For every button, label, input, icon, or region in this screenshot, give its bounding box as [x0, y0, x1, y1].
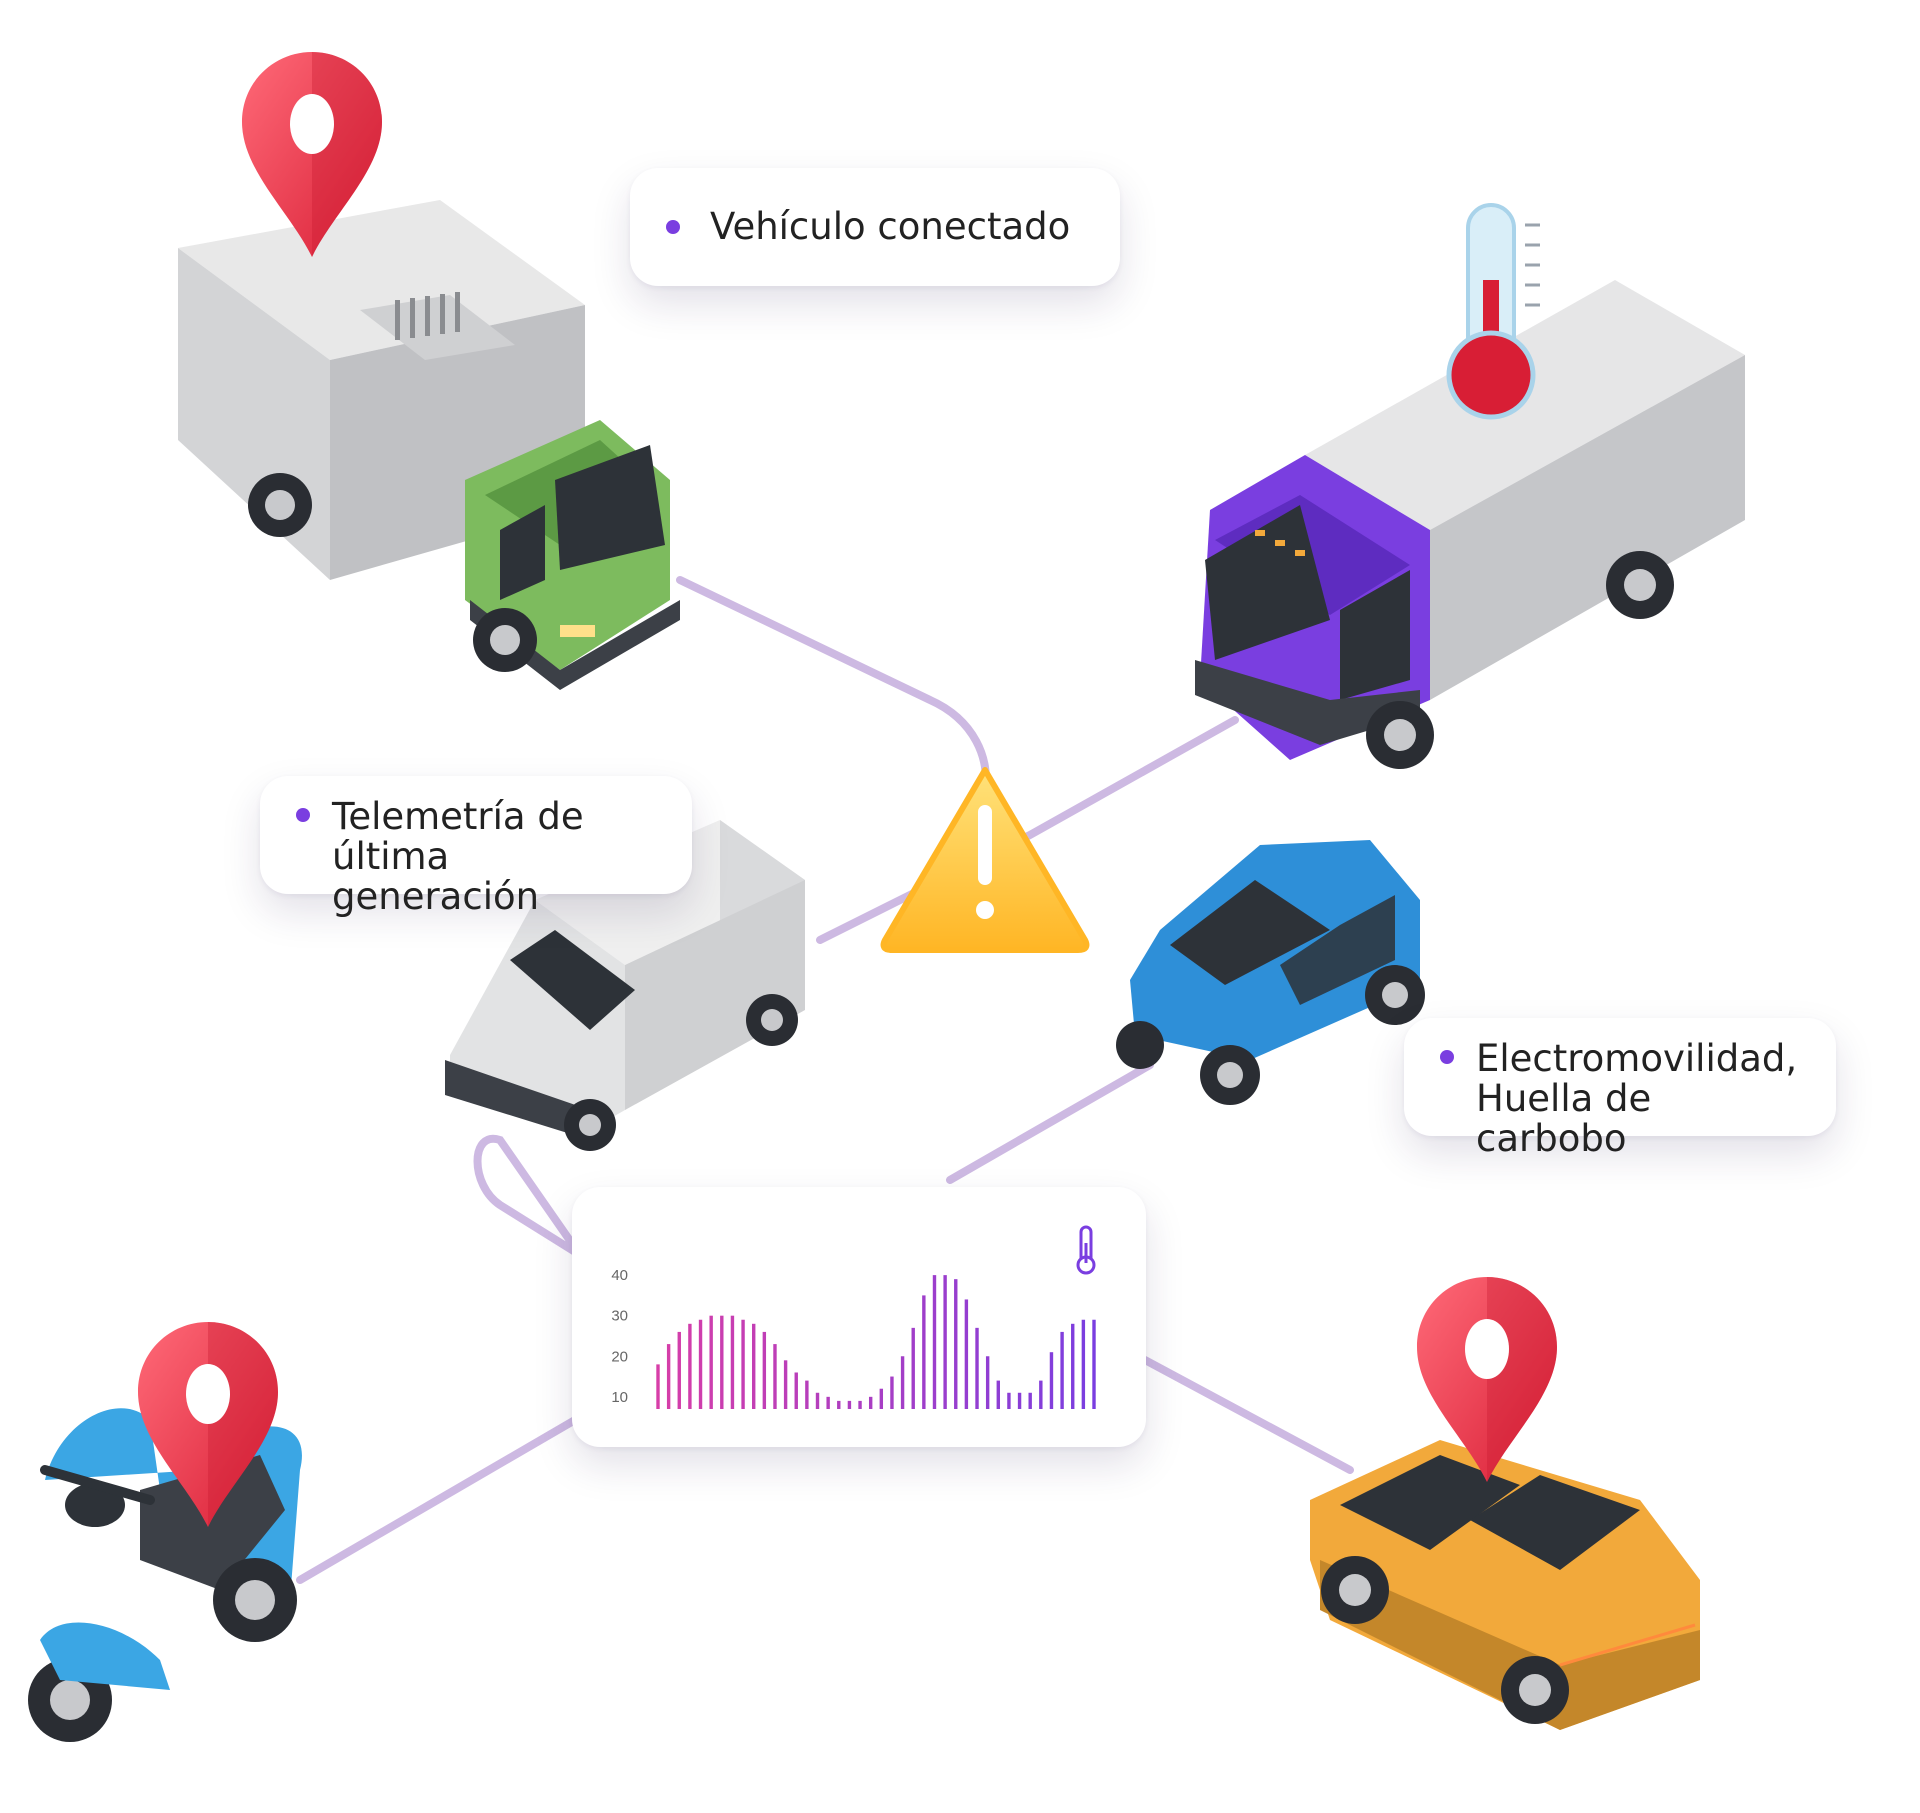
chart-bar [1017, 1392, 1022, 1409]
chart-bar [1007, 1392, 1011, 1409]
y-tick-label: 10 [611, 1389, 628, 1406]
thermometer-icon [1446, 203, 1540, 420]
chart-bar [1049, 1352, 1054, 1409]
bullet-icon [666, 220, 680, 234]
label-electromobility: Electromovilidad, Huella de carbobo [1476, 1037, 1798, 1160]
label-connected-vehicle: Vehículo conectado [710, 205, 1071, 248]
label-card-telemetry: Telemetría de última generación [260, 776, 692, 917]
chart-bar [1092, 1319, 1096, 1409]
chart-bar [1028, 1392, 1032, 1409]
chart-bar [666, 1344, 671, 1409]
chart-bar [1039, 1380, 1043, 1409]
chart-bar [837, 1400, 841, 1409]
temperature-chart-card: 40 30 20 10 [572, 1187, 1146, 1447]
chart-bar [741, 1319, 745, 1409]
chart-bar [858, 1400, 862, 1409]
purple-box-van-icon [1195, 280, 1745, 769]
chart-bar [932, 1275, 937, 1409]
chart-bar [985, 1356, 990, 1409]
chart-bar [656, 1364, 660, 1409]
chart-bar [688, 1323, 692, 1409]
thermometer-small-icon [1076, 1225, 1096, 1275]
chart-bar [911, 1327, 915, 1409]
chart-bar [847, 1400, 852, 1409]
chart-bar [720, 1315, 724, 1409]
chart-bar [783, 1360, 788, 1409]
chart-bar [1060, 1331, 1064, 1409]
chart-bar [975, 1327, 979, 1409]
chart-bar [730, 1315, 735, 1409]
y-tick-label: 30 [611, 1308, 628, 1325]
refrigerated-truck-icon [178, 200, 680, 690]
temperature-bar-chart: 40 30 20 10 [611, 1225, 1096, 1409]
chart-bar [964, 1299, 969, 1409]
chart-bar [943, 1275, 947, 1409]
chart-bar [900, 1356, 905, 1409]
chart-bar [677, 1331, 681, 1409]
y-tick-label: 40 [611, 1267, 628, 1284]
chart-bar [794, 1372, 798, 1409]
chart-bar [1071, 1323, 1075, 1409]
chart-bar [815, 1392, 820, 1409]
chart-bar [954, 1279, 958, 1409]
chart-bar [805, 1380, 809, 1409]
chart-bar [1081, 1319, 1086, 1409]
warning-icon [880, 767, 1090, 953]
y-tick-label: 20 [611, 1348, 628, 1365]
label-card-connected: Vehículo conectado [630, 168, 1120, 286]
chart-bar [773, 1344, 777, 1409]
label-card-electromobility: Electromovilidad, Huella de carbobo [1404, 1018, 1836, 1159]
bullet-icon [1440, 1050, 1454, 1064]
bullet-icon [296, 808, 310, 822]
chart-bar [709, 1315, 713, 1409]
electric-smart-car-icon [1116, 840, 1425, 1105]
label-telemetry: Telemetría de última generación [332, 795, 584, 918]
chart-bar [698, 1319, 703, 1409]
chart-bar [762, 1331, 767, 1409]
chart-bar [890, 1376, 894, 1409]
chart-bar [752, 1323, 756, 1409]
chart-bar [922, 1295, 926, 1409]
chart-bar [996, 1380, 1000, 1409]
chart-bar [868, 1396, 873, 1409]
chart-bar [826, 1396, 830, 1409]
chart-bar [879, 1388, 884, 1409]
cybertruck-icon [1310, 1440, 1700, 1730]
